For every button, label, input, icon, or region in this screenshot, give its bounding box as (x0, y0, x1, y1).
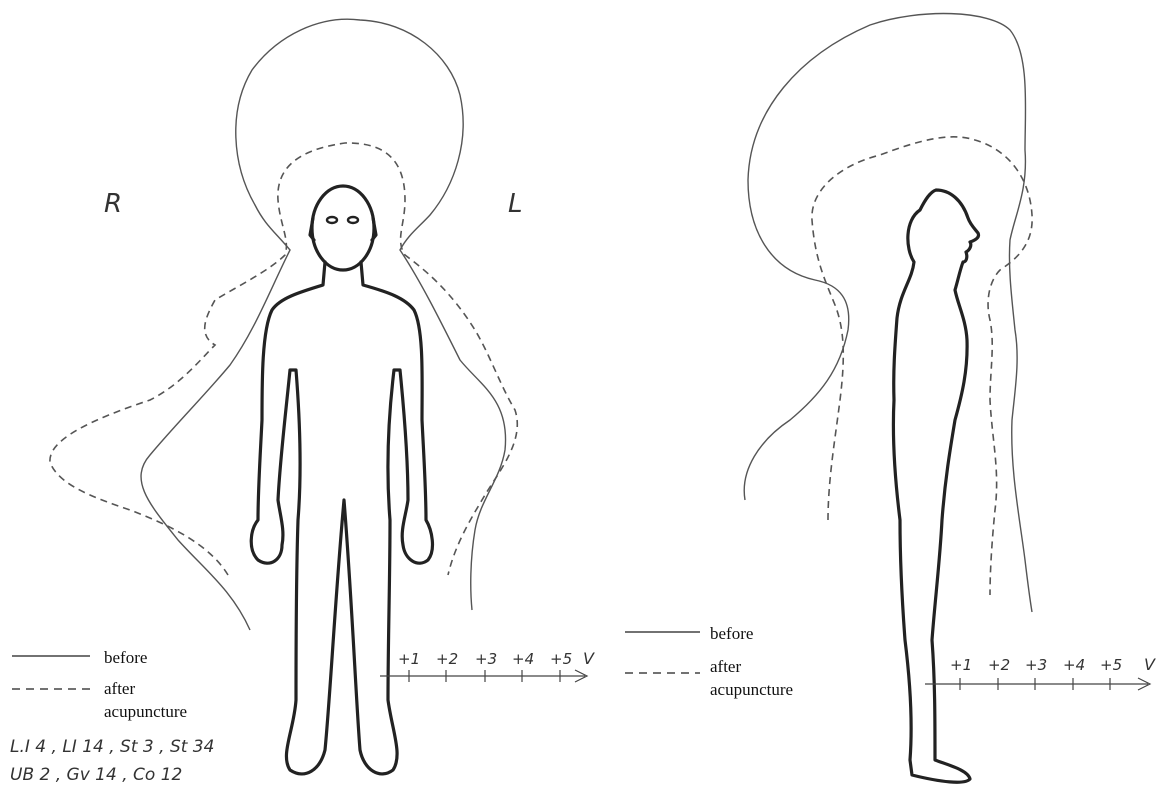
front-tick-label: +3 (475, 650, 497, 668)
side-human-outline (893, 190, 978, 782)
front-view: R L +1 +2 +3 +4 +5 V before after acupun… (10, 19, 595, 785)
side-tick-label: +2 (988, 656, 1010, 674)
side-tick-label: +1 (950, 656, 972, 674)
front-right-side-label: R (104, 189, 122, 219)
front-legend-before: before (104, 648, 147, 667)
acupuncture-points-line-2: UB 2 , Gv 14 , Co 12 (10, 765, 182, 785)
side-tick-label: +3 (1025, 656, 1047, 674)
side-legend: before after acupuncture (625, 624, 793, 699)
front-tick-label: +4 (512, 650, 534, 668)
side-scale-unit: V (1144, 655, 1156, 674)
front-tick-label: +5 (550, 650, 572, 668)
side-legend-before: before (710, 624, 753, 643)
side-field-before (744, 14, 1032, 612)
side-voltage-scale: +1 +2 +3 +4 +5 V (925, 655, 1156, 690)
front-tick-label: +2 (436, 650, 458, 668)
front-legend-acupuncture: acupuncture (104, 702, 187, 721)
side-legend-after: after (710, 657, 741, 676)
front-voltage-scale: +1 +2 +3 +4 +5 V (380, 649, 595, 682)
front-legend-after: after (104, 679, 135, 698)
acupuncture-points-line-1: L.I 4 , LI 14 , St 3 , St 34 (10, 737, 214, 757)
side-tick-label: +5 (1100, 656, 1122, 674)
side-view: +1 +2 +3 +4 +5 V before after acupunctur… (625, 14, 1156, 783)
front-scale-unit: V (583, 649, 595, 668)
side-legend-acupuncture: acupuncture (710, 680, 793, 699)
front-tick-label: +1 (398, 650, 420, 668)
front-legend: before after acupuncture (12, 648, 187, 721)
front-left-side-label: L (508, 189, 523, 219)
side-tick-label: +4 (1063, 656, 1085, 674)
front-field-before (141, 19, 506, 630)
